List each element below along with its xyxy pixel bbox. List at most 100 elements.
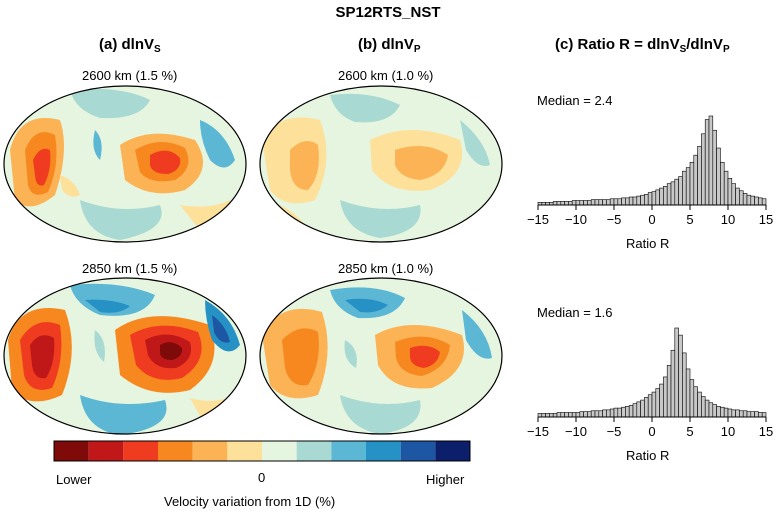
histogram-bar (617, 198, 622, 206)
histogram-bar (636, 401, 641, 418)
histogram-bar (723, 170, 729, 206)
histogram-tick-label: −15 (527, 424, 549, 439)
median-label-2600: Median = 2.4 (537, 93, 613, 108)
histogram-bar (716, 406, 721, 418)
histogram-bar (697, 391, 702, 418)
histogram-bar (720, 406, 725, 418)
histogram-bar (609, 408, 615, 418)
colorbar-swatch (158, 441, 193, 461)
histogram-bar (560, 201, 565, 206)
histogram-bar (678, 334, 683, 418)
colorbar-zero-label: 0 (258, 470, 266, 485)
histogram-bar (670, 349, 676, 418)
histogram-xlabel-2850: Ratio R (626, 448, 670, 463)
histogram-bar (541, 413, 546, 418)
colorbar-swatch (192, 441, 228, 461)
histogram-bar (564, 412, 569, 418)
map-vp-2850 (260, 278, 502, 434)
map-vs-2850 (4, 278, 246, 434)
map-label-vs-2850: 2850 km (1.5 %) (82, 261, 178, 276)
histogram-bar (739, 190, 744, 206)
histogram-bar (746, 194, 752, 206)
histogram-bar (758, 412, 763, 418)
histogram-bar (598, 199, 603, 206)
histogram-bar (647, 394, 653, 418)
histogram-bar (723, 407, 729, 418)
histogram-bar (754, 196, 759, 206)
histogram-bar (552, 413, 558, 418)
map-vs-2600 (4, 86, 246, 242)
histogram-bar (697, 145, 702, 206)
histogram-tick-label: −5 (607, 212, 622, 227)
colorbar-swatch (227, 441, 262, 461)
histogram-bar (587, 200, 592, 206)
histogram-bar (735, 409, 740, 418)
colorbar-swatch (296, 441, 332, 461)
histogram-bar (727, 178, 733, 206)
histogram-bar (682, 352, 687, 418)
colorbar-swatch (123, 441, 158, 461)
map-label-vp-2600: 2600 km (1.0 %) (338, 68, 434, 83)
histogram-bar (693, 386, 698, 418)
histogram-bar (689, 379, 695, 418)
histogram-bar (674, 327, 679, 418)
histogram-bar (682, 170, 687, 206)
histogram-tick-label: 15 (759, 424, 773, 439)
histogram-tick-label: −15 (527, 212, 549, 227)
histogram-bar (537, 413, 543, 418)
histogram-bar (644, 397, 649, 418)
histogram-bar (685, 167, 691, 206)
histogram-bar (670, 181, 676, 206)
histogram-bar (640, 194, 645, 206)
histogram-bar (746, 411, 752, 418)
colorbar (53, 440, 471, 462)
histogram-bar (549, 413, 554, 418)
histogram-bar (632, 196, 638, 206)
histogram-bar (663, 186, 668, 206)
histogram-bar (731, 409, 736, 418)
histogram-bar (720, 161, 725, 206)
colorbar-swatch (435, 441, 470, 461)
histogram-tick-label: 10 (721, 212, 735, 227)
colorbar-higher-label: Higher (426, 472, 465, 487)
histogram-bar (739, 410, 744, 418)
colorbar-swatch (400, 441, 436, 461)
histogram-bar (674, 178, 679, 206)
map-label-vp-2850: 2850 km (1.0 %) (338, 261, 434, 276)
histogram-bar (545, 413, 550, 418)
histogram-bar (571, 200, 577, 206)
histogram-bar (704, 399, 710, 418)
histogram-bar (606, 199, 611, 206)
histogram-tick-label: −5 (607, 424, 622, 439)
histogram-tick-label: 0 (648, 212, 655, 227)
histogram-bar (735, 187, 740, 206)
histogram-tick-label: −10 (565, 212, 587, 227)
colorbar-swatch (331, 441, 366, 461)
histogram-bar (666, 183, 672, 206)
colorbar-swatch (366, 441, 401, 461)
histogram-tick-label: 5 (686, 424, 693, 439)
colorbar-title: Velocity variation from 1D (%) (164, 494, 336, 509)
histogram-bar (701, 396, 706, 418)
histogram-bar (564, 201, 569, 206)
histogram-tick-label: 0 (648, 424, 655, 439)
colorbar-swatch (262, 441, 297, 461)
histogram-bar (568, 412, 573, 418)
colorbar-swatch (88, 441, 124, 461)
histogram-bar (590, 410, 596, 418)
histogram-bar (575, 412, 581, 418)
histogram-bar (640, 399, 645, 418)
histogram-bar (583, 200, 588, 206)
histogram-bar (594, 410, 600, 418)
histogram-bar (636, 195, 641, 206)
histogram-bar (689, 161, 695, 206)
histogram-bar (750, 195, 755, 206)
histogram-bar (598, 410, 603, 418)
map-vp-2600 (260, 86, 502, 242)
histogram-bar (609, 198, 615, 206)
histogram-bar (651, 391, 657, 418)
histogram-bar (659, 187, 664, 206)
